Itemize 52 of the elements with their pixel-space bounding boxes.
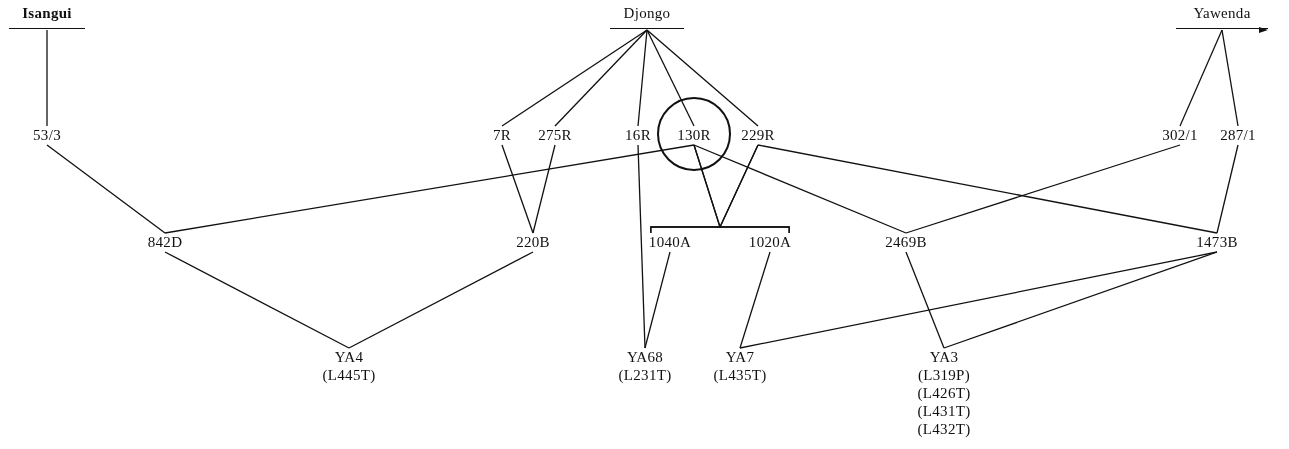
variety-label: 16R (625, 126, 651, 144)
variety-label: 1473B (1196, 233, 1238, 251)
pedigree-line (637, 144, 646, 349)
pedigree-line (646, 29, 695, 127)
population-name: Djongo (623, 4, 671, 22)
pedigree-line (905, 144, 1181, 234)
pedigree-line (646, 29, 759, 127)
pedigree-line (554, 29, 648, 127)
pedigree-line (501, 29, 648, 127)
population-name: Isangui (22, 4, 72, 22)
pedigree-line (637, 29, 648, 127)
pedigree-line (164, 251, 350, 349)
variety-label: 842D (147, 233, 183, 251)
mutation-label: (L445T) (322, 366, 376, 384)
variety-label: 7R (492, 126, 512, 144)
pedigree-line (501, 144, 534, 234)
variety-label: 302/1 (1162, 126, 1198, 144)
variety-label: 287/1 (1220, 126, 1256, 144)
pedigree-line (905, 251, 945, 349)
pedigree-line (1221, 29, 1239, 127)
pedigree-line (1179, 29, 1223, 127)
variety-label: 1040A (648, 233, 692, 251)
mutation-label: (L435T) (713, 366, 767, 384)
variety-label: YA3 (929, 348, 959, 366)
mutation-label: (L231T) (618, 366, 672, 384)
variety-label: 53/3 (33, 126, 61, 144)
pedigree-line (739, 251, 771, 349)
pedigree-line (644, 251, 671, 349)
mutation-label: (L426T) (917, 384, 971, 402)
variety-label: 130R (677, 126, 711, 144)
variety-label: 220B (516, 233, 550, 251)
population-name: Yawenda (1193, 4, 1251, 22)
pedigree-line (532, 144, 556, 234)
variety-label: 2469B (885, 233, 927, 251)
variety-label: 229R (741, 126, 775, 144)
mutation-label: (L319P) (917, 366, 971, 384)
pedigree-line (46, 144, 166, 234)
pedigree-line (719, 144, 790, 234)
pedigree-line (164, 144, 695, 234)
mutation-label: (L431T) (917, 402, 971, 420)
pedigree-line (46, 29, 48, 127)
pedigree-line (348, 251, 534, 349)
pedigree-line (1216, 144, 1239, 234)
variety-label: YA7 (725, 348, 755, 366)
pedigree-line (693, 144, 907, 234)
variety-label: YA68 (626, 348, 664, 366)
pedigree-line (757, 144, 1218, 234)
variety-label: 1020A (748, 233, 792, 251)
variety-label: YA4 (334, 348, 364, 366)
pedigree-line (943, 251, 1218, 349)
variety-label: 275R (538, 126, 572, 144)
mutation-label: (L432T) (917, 420, 971, 438)
